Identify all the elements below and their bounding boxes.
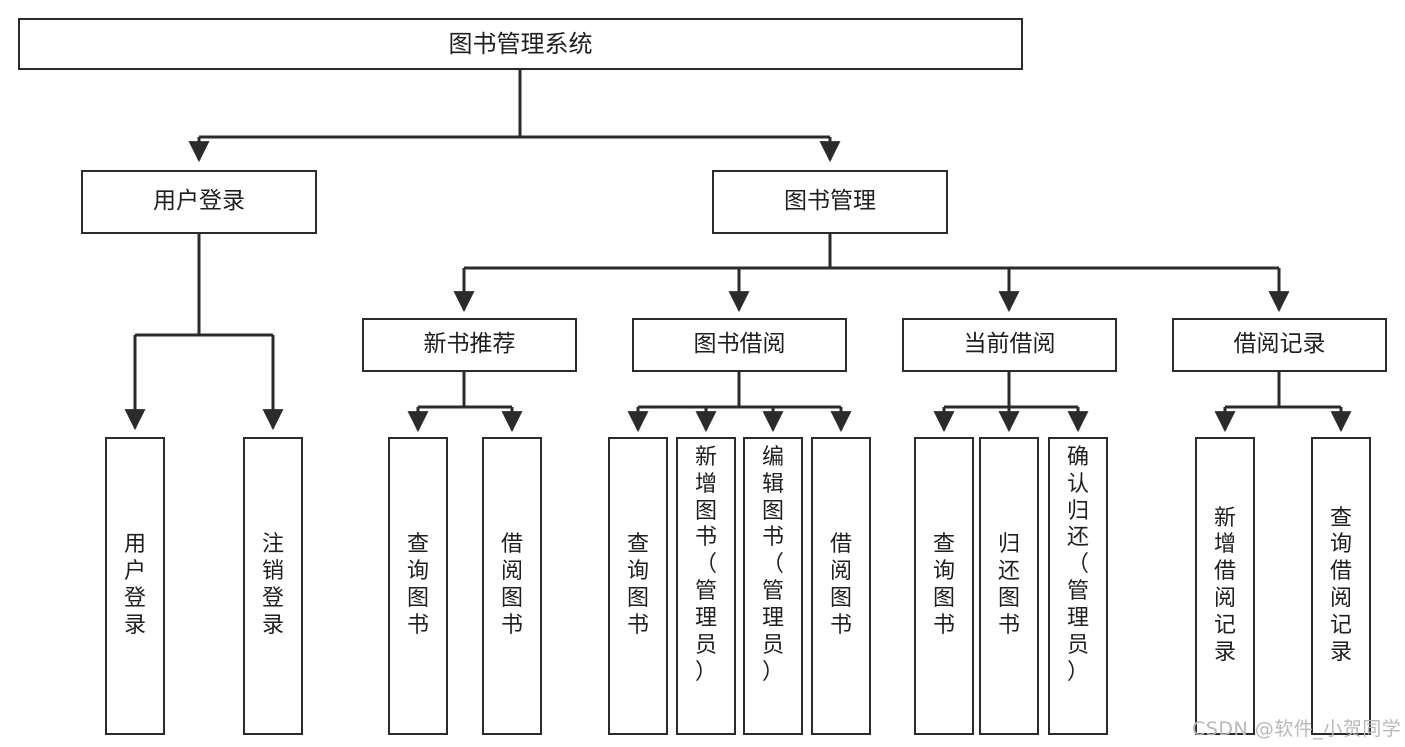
node-leaf-add-book-admin[interactable]: 新 增 图 书 （ 管 理 员 ） (676, 437, 736, 735)
node-label: 查 询 图 书 (932, 532, 955, 638)
node-leaf-confirm-return-admin[interactable]: 确 认 归 还 （ 管 理 员 ） (1048, 437, 1108, 735)
node-label: 用 户 登 录 (123, 532, 146, 638)
node-label: 图书管理系统 (448, 29, 593, 58)
node-leaf-add-borrow-record[interactable]: 新 增 借 阅 记 录 (1195, 437, 1255, 735)
node-leaf-query-borrow-record[interactable]: 查 询 借 阅 记 录 (1311, 437, 1371, 735)
csdn-watermark: CSDN @软件_小贺同学 (1192, 718, 1402, 740)
node-leaf-borrow-book[interactable]: 借 阅 图 书 (811, 437, 871, 735)
node-leaf-query-book-recommend[interactable]: 查 询 图 书 (388, 437, 448, 735)
node-leaf-edit-book-admin[interactable]: 编 辑 图 书 （ 管 理 员 ） (743, 437, 803, 735)
node-label: 借 阅 图 书 (500, 532, 523, 638)
node-leaf-logout-login[interactable]: 注 销 登 录 (243, 437, 303, 735)
node-root-book-management-system[interactable]: 图书管理系统 (18, 18, 1023, 70)
node-user-login[interactable]: 用户登录 (81, 170, 317, 234)
node-book-borrow[interactable]: 图书借阅 (632, 318, 847, 372)
node-label: 当前借阅 (963, 331, 1056, 358)
node-label: 新 增 借 阅 记 录 (1213, 505, 1236, 665)
node-label: 用户登录 (153, 188, 245, 215)
node-label: 查 询 图 书 (626, 532, 649, 638)
node-label: 确 认 归 还 （ 管 理 员 ） (1066, 445, 1089, 685)
node-label: 编 辑 图 书 （ 管 理 员 ） (761, 445, 784, 685)
node-label: 借阅记录 (1233, 331, 1326, 358)
node-label: 借 阅 图 书 (829, 532, 852, 638)
node-borrow-records[interactable]: 借阅记录 (1172, 318, 1387, 372)
node-leaf-query-book-current[interactable]: 查 询 图 书 (914, 437, 974, 735)
node-label: 图书借阅 (693, 331, 786, 358)
node-new-book-recommend[interactable]: 新书推荐 (362, 318, 577, 372)
node-label: 查 询 借 阅 记 录 (1329, 505, 1352, 665)
node-leaf-return-book[interactable]: 归 还 图 书 (979, 437, 1039, 735)
node-leaf-query-book-borrow[interactable]: 查 询 图 书 (608, 437, 668, 735)
node-label: 新书推荐 (423, 331, 516, 358)
node-label: 归 还 图 书 (997, 532, 1020, 638)
node-label: 新 增 图 书 （ 管 理 员 ） (694, 445, 717, 685)
node-leaf-borrow-book-recommend[interactable]: 借 阅 图 书 (482, 437, 542, 735)
node-label: 注 销 登 录 (261, 532, 284, 638)
node-label: 查 询 图 书 (406, 532, 429, 638)
node-current-borrow[interactable]: 当前借阅 (902, 318, 1117, 372)
node-label: 图书管理 (784, 188, 876, 215)
node-leaf-user-login[interactable]: 用 户 登 录 (105, 437, 165, 735)
node-book-management[interactable]: 图书管理 (712, 170, 948, 234)
